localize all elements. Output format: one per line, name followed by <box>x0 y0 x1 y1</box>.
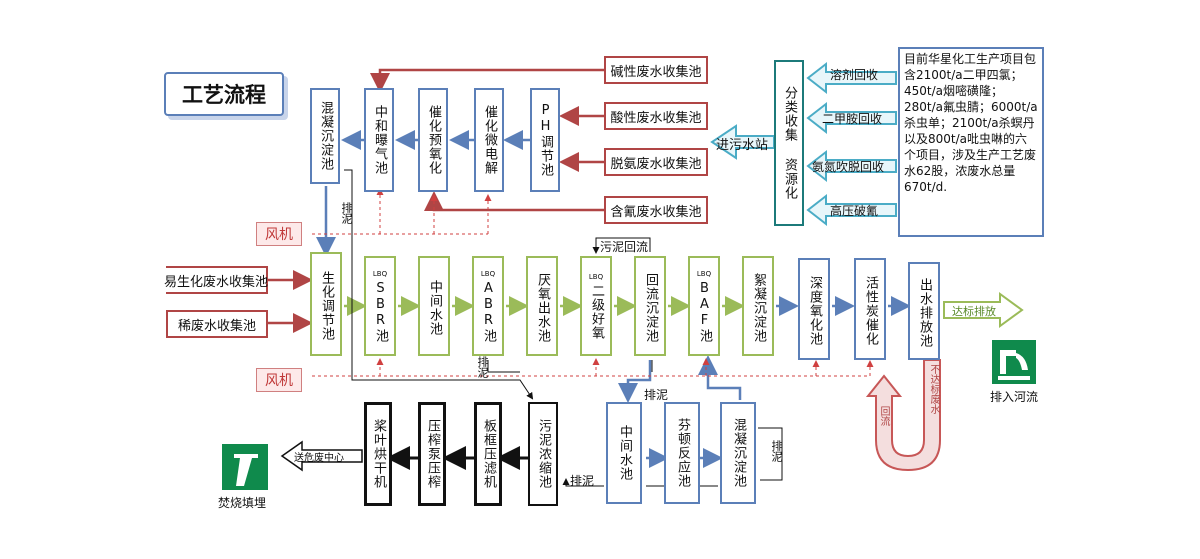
recovery-label-0: 溶剂回收 <box>830 68 879 82</box>
fan-lower: 风机 <box>256 368 302 392</box>
lower-unit-1: 芬顿反应池 <box>664 402 700 504</box>
main-unit-9: 深度氧化池 <box>798 258 830 360</box>
pretreat-unit-0: PH调节池 <box>530 88 560 192</box>
main-unit-9-label: 深度氧化池 <box>807 275 822 346</box>
main-unit-6-label: 回流沉淀池 <box>643 272 658 343</box>
main-unit-11: 出水排放池 <box>908 262 940 360</box>
meets-standard-label: 达标排放 <box>952 305 996 318</box>
pretreat-unit-4: 混凝沉淀池 <box>310 88 340 184</box>
page-title: 工艺流程 <box>164 72 284 116</box>
fan-upper: 风机 <box>256 222 302 246</box>
pretreat-unit-3-label: 中和曝气池 <box>372 105 387 175</box>
not-standard-label: 不达标废水 <box>928 364 939 414</box>
sludge-return-label: 污泥回流 <box>600 240 649 254</box>
air-dashed-lines <box>312 188 874 377</box>
sludge-thin-lines <box>344 169 783 487</box>
to-hazard-label: 送危废中心 <box>294 453 344 464</box>
inlet-source-0: 易生化废水收集池 <box>164 266 268 294</box>
pretreat-source-1: 酸性废水收集池 <box>604 102 708 130</box>
main-unit-3-tag: LBQ <box>480 269 496 278</box>
pretreat-unit-2: 催化预氧化 <box>418 88 448 192</box>
pretreat-unit-3: 中和曝气池 <box>364 88 394 192</box>
main-unit-10: 活性炭催化 <box>854 258 886 360</box>
main-unit-7-tag: LBQ <box>696 269 712 278</box>
main-unit-5-label: 二级好氧 <box>589 283 604 340</box>
sludge-unit-0: 污泥浓缩池 <box>528 402 558 506</box>
main-unit-8-label: 絮凝沉淀池 <box>751 272 766 343</box>
main-unit-2: 中间水池 <box>418 256 450 356</box>
main-unit-0: 生化调节池 <box>310 252 342 356</box>
main-unit-8: 絮凝沉淀池 <box>742 256 774 356</box>
pretreat-unit-2-label: 催化预氧化 <box>426 105 441 175</box>
burn-landfill-icon <box>222 444 268 490</box>
main-unit-6: 回流沉淀池 <box>634 256 666 356</box>
sludge-unit-2-label: 压榨泵压榨 <box>425 419 440 489</box>
discharge-arrow <box>943 292 1024 328</box>
pretreat-blue-arrows <box>316 130 530 257</box>
main-unit-3-label: ABR池 <box>481 280 496 343</box>
recovery-label-3: 高压破氰 <box>830 204 879 218</box>
main-unit-0-label: 生化调节池 <box>319 270 334 341</box>
recovery-arrows <box>710 61 897 227</box>
sludge-unit-1: 板框压滤机 <box>474 402 502 506</box>
sludge-unit-3: 桨叶烘干机 <box>364 402 392 506</box>
main-unit-11-label: 出水排放池 <box>917 277 932 348</box>
pretreat-source-0: 碱性废水收集池 <box>604 56 708 84</box>
sludge-unit-3-label: 桨叶烘干机 <box>371 419 386 489</box>
pretreat-source-3: 含氰废水收集池 <box>604 196 708 224</box>
main-unit-5-tag: LBQ <box>588 272 604 281</box>
main-unit-2-label: 中间水池 <box>427 279 442 336</box>
burn-label: 焚烧填埋 <box>218 496 267 510</box>
discharge-sludge-label: 排泥 <box>340 202 353 224</box>
lower-unit-2: 混凝沉淀池 <box>720 402 756 504</box>
reflux-arrow <box>865 359 941 472</box>
main-unit-1: LBQ SBR池 <box>364 256 396 356</box>
hazard-arrow <box>280 440 363 472</box>
lower-unit-2-label: 混凝沉淀池 <box>731 418 746 488</box>
pretreat-unit-4-label: 混凝沉淀池 <box>318 101 333 171</box>
lower-unit-0-label: 中间水池 <box>617 425 632 481</box>
sludge-unit-2: 压榨泵压榨 <box>418 402 446 506</box>
reflux-label: 回流 <box>878 406 889 426</box>
project-info-text: 目前华星化工生产项目包含2100t/a二甲四氯；450t/a烟嘧磺隆；280t/… <box>898 47 1044 237</box>
classify-collect-label: 分类收集 资源化 <box>782 86 797 200</box>
classify-collect-box: 分类收集 资源化 <box>774 60 804 226</box>
main-unit-4: 厌氧出水池 <box>526 256 558 356</box>
to-station-label: 进污水站 <box>716 138 769 153</box>
pretreat-unit-1: 催化微电解 <box>474 88 504 192</box>
river-icon <box>992 340 1036 384</box>
river-label: 排入河流 <box>990 390 1039 404</box>
main-unit-10-label: 活性炭催化 <box>863 275 878 346</box>
main-unit-1-label: SBR池 <box>373 280 388 343</box>
discharge-sludge-label-4: 排泥 <box>570 474 595 488</box>
recovery-label-1: 二甲胺回收 <box>822 112 883 126</box>
main-unit-4-label: 厌氧出水池 <box>535 272 550 343</box>
main-blue-arrows <box>618 296 911 468</box>
lower-unit-0: 中间水池 <box>606 402 642 504</box>
sludge-unit-0-label: 污泥浓缩池 <box>536 419 551 489</box>
discharge-sludge-label-5: 排泥 <box>770 440 783 462</box>
main-unit-1-tag: LBQ <box>372 269 388 278</box>
sludge-unit-1-label: 板框压滤机 <box>481 419 496 489</box>
main-unit-3: LBQ ABR池 <box>472 256 504 356</box>
chimney-icon <box>234 454 258 486</box>
discharge-sludge-label-2: 排泥 <box>476 356 489 378</box>
pretreat-source-2: 脱氨废水收集池 <box>604 148 708 176</box>
main-unit-7: LBQ BAF池 <box>688 256 720 356</box>
main-unit-5: LBQ 二级好氧 <box>580 256 612 356</box>
recovery-label-2: 氨氮吹脱回收 <box>812 160 885 174</box>
discharge-sludge-label-3: 排泥 <box>644 388 669 402</box>
pretreat-unit-1-label: 催化微电解 <box>482 105 497 175</box>
outlet-pipe-icon <box>998 350 1030 380</box>
main-unit-7-label: BAF池 <box>697 280 712 343</box>
lower-unit-1-label: 芬顿反应池 <box>675 418 690 488</box>
pretreat-unit-0-label: PH调节池 <box>538 103 553 177</box>
inlet-source-1: 稀废水收集池 <box>166 310 268 338</box>
